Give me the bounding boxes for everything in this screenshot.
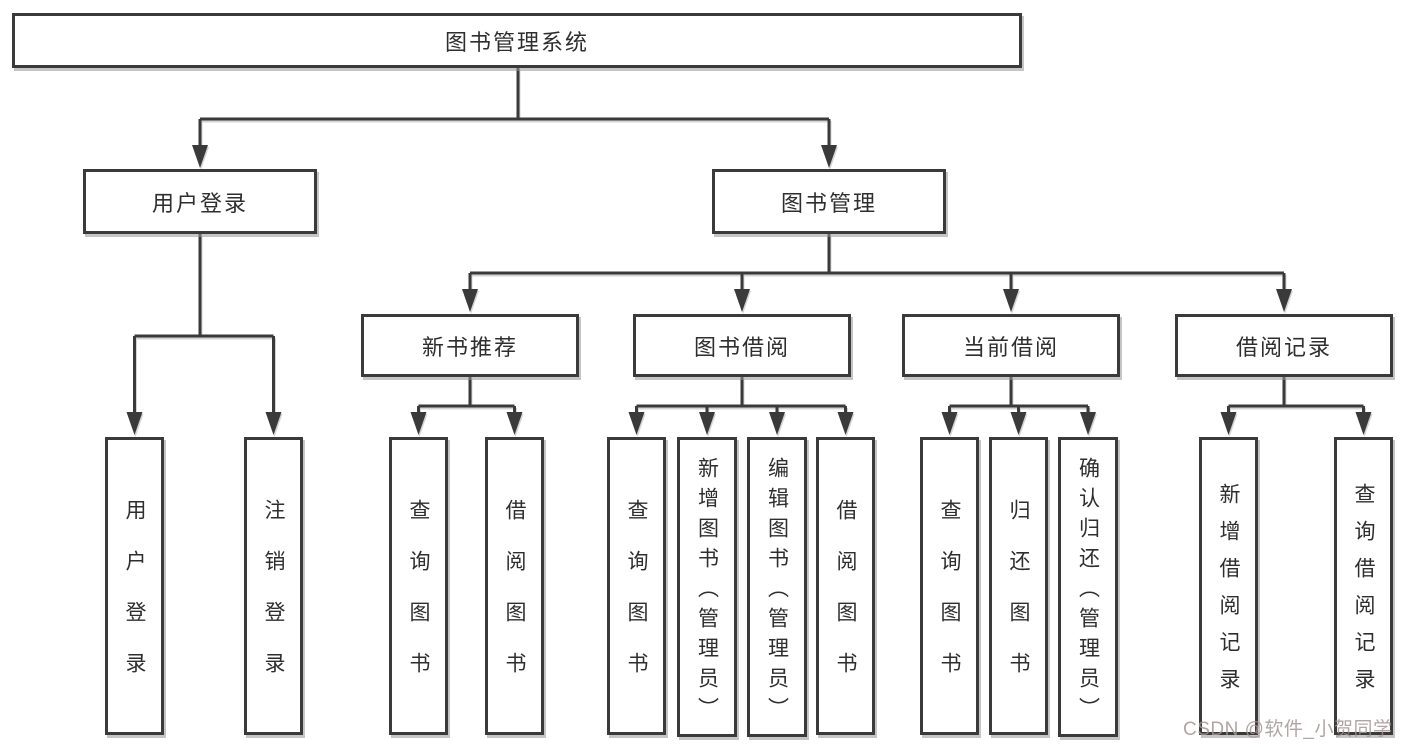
node-book-borrow-label: 图书借阅 xyxy=(693,334,790,360)
node-borrow-records: 借阅记录 xyxy=(1175,314,1393,377)
leaf-logout-label: 注销登录 xyxy=(262,499,285,703)
leaf-user-login: 用户登录 xyxy=(105,437,164,735)
node-book-management: 图书管理 xyxy=(712,169,946,234)
leaf-query-books-current: 查询图书 xyxy=(920,437,979,735)
leaf-add-borrow-record: 新增借阅记录 xyxy=(1199,437,1258,735)
leaf-edit-book-admin: 编辑图书（管理员） xyxy=(747,437,807,737)
leaf-logout: 注销登录 xyxy=(244,437,303,735)
node-current-borrow-label: 当前借阅 xyxy=(962,334,1059,360)
node-user-login-label: 用户登录 xyxy=(151,190,248,216)
watermark: CSDN @软件_小贺同学 xyxy=(1183,719,1393,740)
connector-segments xyxy=(133,68,1365,414)
leaf-return-book-label: 归还图书 xyxy=(1007,499,1030,703)
leaf-borrow-books-label: 借阅图书 xyxy=(834,499,857,703)
leaf-query-books-current-label: 查询图书 xyxy=(938,499,961,703)
leaf-query-borrow-record-label: 查询借阅记录 xyxy=(1352,483,1375,705)
node-root: 图书管理系统 xyxy=(12,13,1022,68)
leaf-add-borrow-record-label: 新增借阅记录 xyxy=(1217,483,1240,705)
node-new-book-recommend-label: 新书推荐 xyxy=(421,334,518,360)
leaf-query-books-recommend-label: 查询图书 xyxy=(407,499,430,703)
node-root-label: 图书管理系统 xyxy=(444,29,589,55)
leaf-edit-book-admin-label: 编辑图书（管理员） xyxy=(765,456,789,727)
node-book-management-label: 图书管理 xyxy=(780,190,877,216)
leaf-borrow-books: 借阅图书 xyxy=(816,437,875,735)
node-borrow-records-label: 借阅记录 xyxy=(1235,334,1332,360)
leaf-query-books-borrow-label: 查询图书 xyxy=(625,499,648,703)
node-user-login: 用户登录 xyxy=(83,169,317,234)
leaf-user-login-label: 用户登录 xyxy=(123,499,146,703)
node-current-borrow: 当前借阅 xyxy=(902,314,1120,377)
leaf-confirm-return-admin-label: 确认归还（管理员） xyxy=(1076,456,1100,727)
leaf-query-borrow-record: 查询借阅记录 xyxy=(1334,437,1393,735)
leaf-add-book-admin: 新增图书（管理员） xyxy=(677,437,737,737)
leaf-query-books-borrow: 查询图书 xyxy=(607,437,666,735)
node-new-book-recommend: 新书推荐 xyxy=(361,314,579,377)
leaf-query-books-recommend: 查询图书 xyxy=(389,437,448,735)
leaf-confirm-return-admin: 确认归还（管理员） xyxy=(1058,437,1118,737)
leaf-borrow-books-recommend-label: 借阅图书 xyxy=(503,499,526,703)
leaf-add-book-admin-label: 新增图书（管理员） xyxy=(695,456,719,727)
arrowheads xyxy=(126,145,1372,435)
node-book-borrow: 图书借阅 xyxy=(633,314,851,377)
leaf-return-book: 归还图书 xyxy=(989,437,1048,735)
leaf-borrow-books-recommend: 借阅图书 xyxy=(485,437,544,735)
